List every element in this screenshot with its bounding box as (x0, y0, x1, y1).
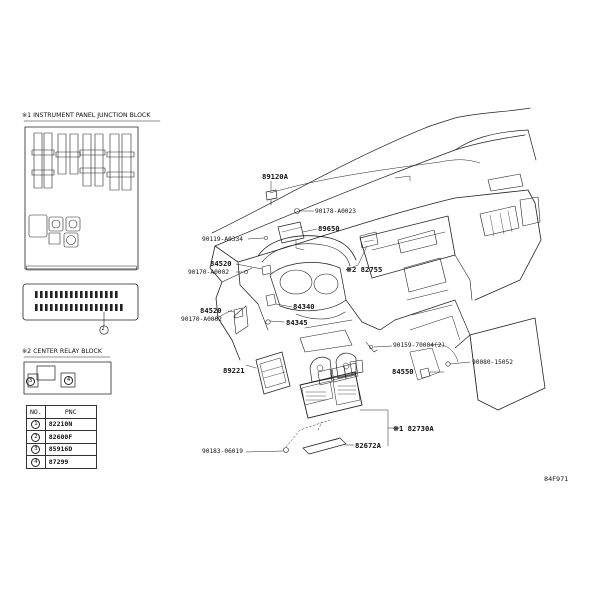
part-label-89120a: 89120A (262, 172, 288, 181)
table-row: 3 85916D (26, 442, 97, 456)
part-label-82730a: ※1 82730A (393, 424, 434, 433)
callout-circle-3: 3 (26, 377, 35, 386)
pnc-table: NO. PNC 1 82210N 2 82600F 3 85916D 4 872… (26, 405, 97, 469)
callout-circle-2: 2 (101, 325, 105, 332)
table-row: 2 82600F (26, 430, 97, 444)
part-label-82672a: 82672A (355, 441, 381, 450)
table-header-row: NO. PNC (26, 405, 97, 419)
row-pnc: 87299 (44, 455, 97, 469)
table-row: 1 82210N (26, 417, 97, 431)
row-pnc: 85916D (44, 442, 97, 456)
header-no: NO. (26, 405, 46, 419)
header-pnc: PNC (44, 405, 97, 419)
part-label-84345: 84345 (286, 318, 308, 327)
part-label-84520-lower: 84520 (200, 306, 222, 315)
part-label-90170-upper: 90170-A0002 (188, 269, 229, 276)
part-label-84550: 84550 (392, 367, 414, 376)
part-label-89650: 89650 (318, 224, 340, 233)
junction-block-inset (22, 120, 161, 335)
part-label-90159: 90159-70004(2) (393, 342, 446, 349)
leader-lines (227, 180, 471, 453)
callout-circle-4: 4 (64, 376, 73, 385)
row-pnc: 82210N (44, 417, 97, 431)
part-label-90080: 90080-15052 (472, 359, 513, 366)
row-number: 2 (31, 432, 41, 442)
row-pnc: 82600F (44, 430, 97, 444)
part-label-90178: 90178-A0023 (315, 208, 356, 215)
figure-reference: 84F971 (544, 475, 569, 483)
part-label-90119: 90119-A0334 (202, 236, 243, 243)
part-label-89221: 89221 (223, 366, 245, 375)
row-number: 4 (31, 457, 41, 467)
part-label-90170-lower: 90170-A0002 (181, 316, 222, 323)
center-relay-block-title: ※2 CENTER RELAY BLOCK (22, 348, 102, 355)
row-number: 1 (31, 420, 41, 430)
table-row: 4 87299 (26, 455, 97, 469)
dashboard-illustration (209, 107, 546, 455)
part-label-90183: 90183-06019 (202, 448, 243, 455)
part-label-82755: ※2 82755 (346, 265, 383, 274)
part-label-84520-upper: 84520 (210, 259, 232, 268)
instrument-panel-block-title: ※1 INSTRUMENT PANEL JUNCTION BLOCK (22, 112, 151, 119)
part-label-84340: 84340 (293, 302, 315, 311)
row-number: 3 (31, 445, 41, 455)
